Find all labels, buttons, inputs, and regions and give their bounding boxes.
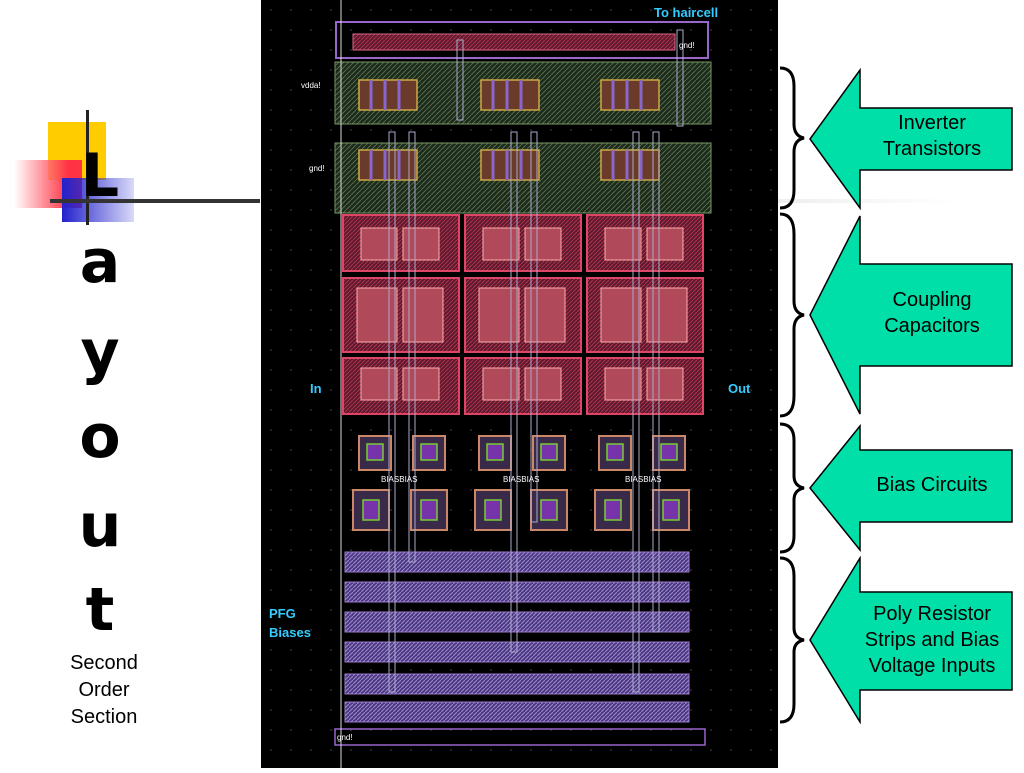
title-letter: o xyxy=(79,402,121,472)
pfg-biases-label: PFG Biases xyxy=(269,606,311,640)
biasbias-label: BIASBIAS xyxy=(503,475,539,484)
callout-arrow-resistors xyxy=(809,556,1013,724)
callout-label-resistors: Poly Resistor Strips and Bias Voltage In… xyxy=(864,603,1000,677)
gnd-label-top: gnd! xyxy=(679,41,695,50)
logo-vertical-line xyxy=(86,110,89,225)
gnd-label: gnd! xyxy=(309,164,325,173)
biasbias-label: BIASBIAS xyxy=(381,475,417,484)
callout-arrow-inverter xyxy=(809,68,1013,210)
brace-inverter xyxy=(779,66,805,210)
biasbias-label: BIASBIAS xyxy=(625,475,661,484)
to-haircell-label: To haircell xyxy=(654,5,719,20)
brace-capacitors xyxy=(779,212,805,418)
callout-label-bias: Bias Circuits xyxy=(876,474,988,496)
brace-resistors xyxy=(779,556,805,724)
callout-label-inverter: Inverter Transistors xyxy=(882,112,982,160)
callout-label-capacitors: Coupling Capacitors xyxy=(884,289,980,337)
top-metal-bar xyxy=(335,21,709,59)
callout-arrow-capacitors xyxy=(809,215,1013,415)
title-letter: t xyxy=(85,575,115,645)
gnd-label-bottom: gnd! xyxy=(337,733,353,742)
title-letter: y xyxy=(80,317,120,387)
chip-layout-image: vdda! gnd! gnd! gnd! BIASBIAS BIASBIAS B… xyxy=(261,0,778,768)
layout-drawing: vdda! gnd! gnd! gnd! BIASBIAS BIASBIAS B… xyxy=(261,0,778,768)
callout-arrow-bias xyxy=(809,424,1013,552)
vdda-label: vdda! xyxy=(301,81,321,90)
title-letter: a xyxy=(79,227,121,297)
in-label: In xyxy=(310,381,322,396)
title-letter: L xyxy=(80,141,120,211)
title-divider-line xyxy=(50,199,260,203)
divider-fade xyxy=(778,199,958,203)
slide-subtitle: Second Order Section xyxy=(70,652,138,728)
out-label: Out xyxy=(728,381,751,396)
title-letter: u xyxy=(78,491,122,561)
brace-bias xyxy=(779,422,805,554)
